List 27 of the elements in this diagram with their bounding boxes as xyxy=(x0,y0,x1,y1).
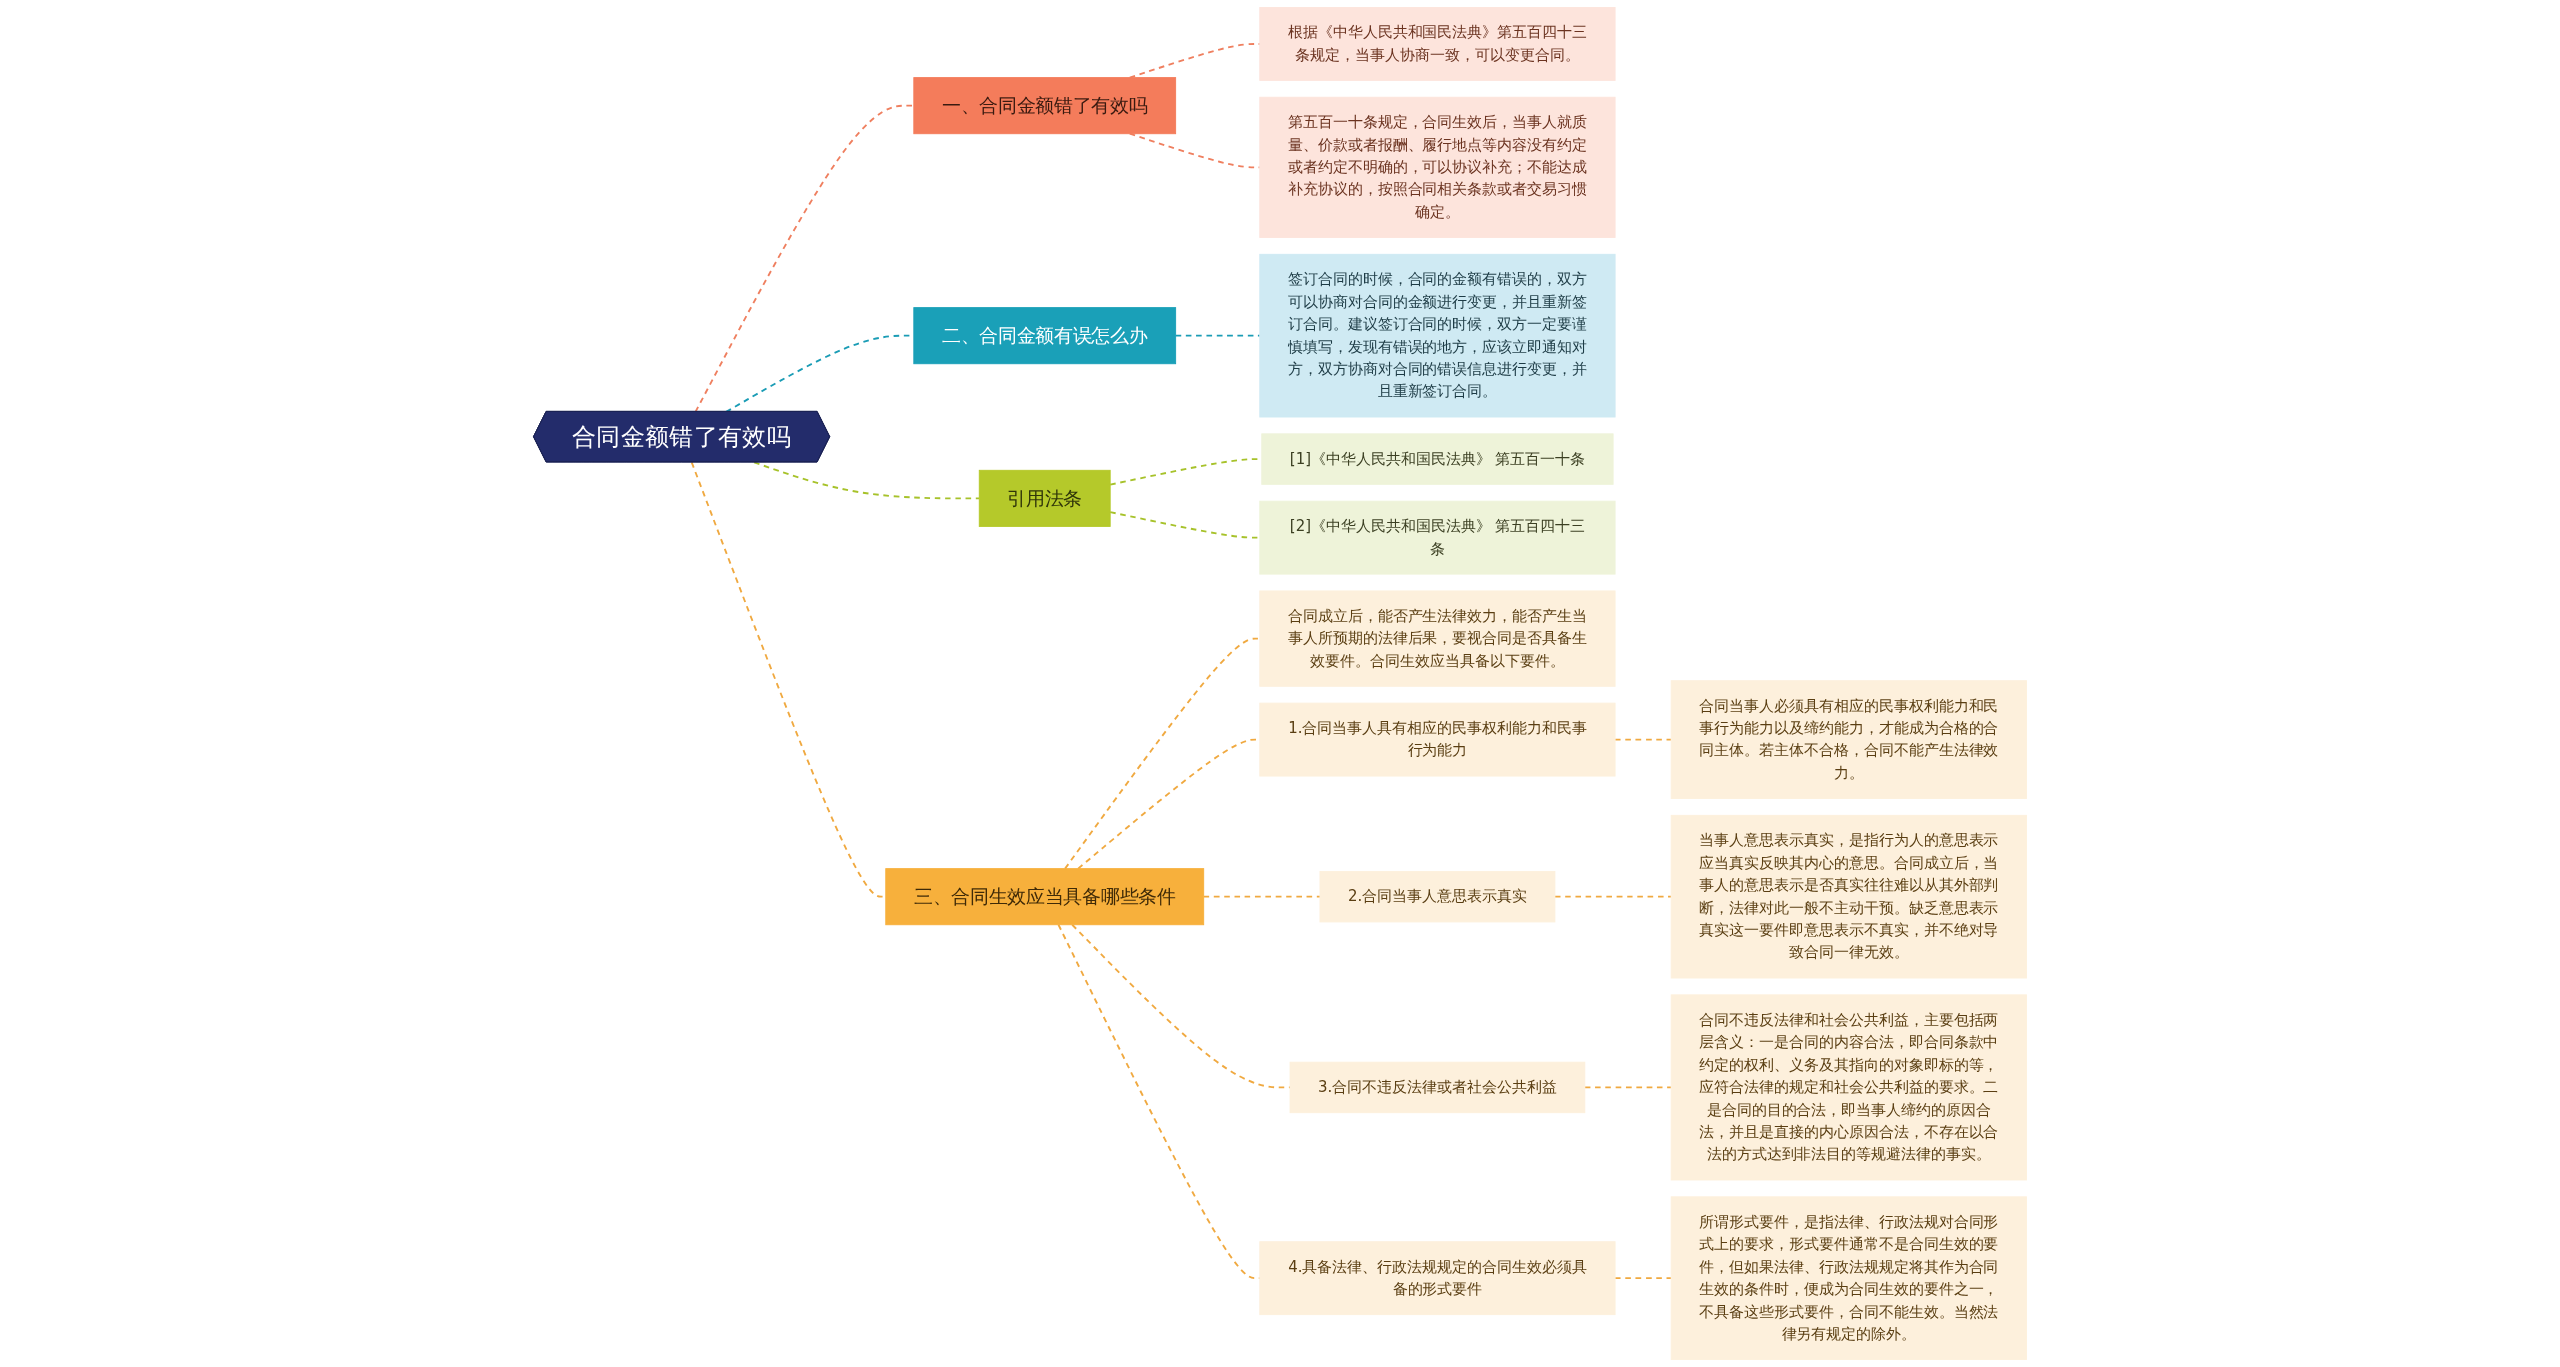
node-box: [1]《中华人民共和国民法典》 第五百一十条 xyxy=(1261,433,1614,485)
node-box: 二、合同金额有误怎么办 xyxy=(913,307,1177,365)
connector xyxy=(1583,1086,1673,1089)
node-box: 合同当事人必须具有相应的民事权利能力和民事行为能力以及缔约能力，才能成为合格的合同主体。若主体不合格，合同不能产生法律效力。 xyxy=(1670,680,2027,799)
node-box: 三、合同生效应当具备哪些条件 xyxy=(885,868,1205,926)
node-box: 一、合同金额错了有效吗 xyxy=(913,77,1177,135)
connector xyxy=(753,461,981,500)
connector xyxy=(1064,637,1261,870)
connector xyxy=(1614,738,1673,741)
node-box: 合同不违反法律和社会公共利益，主要包括两层含义：一是合同的内容合法，即合同条款中约定的权利、义务及其指向的对象即标的等，应符合法律的规定和社会公共利益的要求。二是合同的目的合法，即当事人缔约的原因合法，并且是直接的内心原因合法，不存在以合法的方式达到非法目的等规避法律的事实。 xyxy=(1670,994,2027,1181)
node-box: 当事人意思表示真实，是指行为人的意思表示应当真实反映其内心的意思。合同成立后，当事人的意思表示是否真实往往难以从其外部判断，法律对此一般不主动干预。缺乏意思表示真实这一要件即意思表示不真实，并不绝对导致合同一律无效。 xyxy=(1670,814,2027,979)
connector xyxy=(1174,334,1261,337)
node-box: 合同成立后，能否产生法律效力，能否产生当事人所预期的法律后果，要视合同是否具备生效要件。合同生效应当具备以下要件。 xyxy=(1259,590,1616,687)
node-box: 根据《中华人民共和国民法典》第五百四十三条规定，当事人协商一致，可以变更合同。 xyxy=(1259,7,1616,81)
node-box: 签订合同的时候，合同的金额有错误的，双方可以协商对合同的金额进行变更，并且重新签订合同。建议签订合同的时候，双方一定要谨慎填写，发现有错误的地方，应该立即通知对方，双方协商对合同的错误信息进行变更，并且重新签订合同。 xyxy=(1259,253,1616,418)
node-box: 所谓形式要件，是指法律、行政法规对合同形式上的要求，形式要件通常不是合同生效的要件，但如果法律、行政法规规定将其作为合同生效的条件时，便成为合同生效的要件之一，不具备这些形式要件，合同不能生效。当然法律另有规定的除外。 xyxy=(1670,1196,2027,1360)
connector xyxy=(694,104,915,413)
connector xyxy=(1614,1277,1673,1280)
node-box: 引用法条 xyxy=(978,469,1111,527)
node-box: 2.合同当事人意思表示真实 xyxy=(1319,870,1556,923)
node-box: [2]《中华人民共和国民法典》 第五百四十三条 xyxy=(1259,500,1616,575)
node-box: 第五百一十条规定，合同生效后，当事人就质量、价款或者报酬、履行地点等内容没有约定或者约定不明确的，可以协议补充；不能达成补充协议的，按照合同相关条款或者交易习惯确定。 xyxy=(1259,96,1616,238)
node-box: 3.合同不违反法律或者社会公共利益 xyxy=(1289,1061,1586,1114)
node-box: 4.具备法律、行政法规规定的合同生效必须具备的形式要件 xyxy=(1259,1241,1616,1316)
connector xyxy=(1553,895,1673,898)
connector xyxy=(1202,895,1321,898)
node-box: 1.合同当事人具有相应的民事权利能力和民事行为能力 xyxy=(1259,702,1616,777)
